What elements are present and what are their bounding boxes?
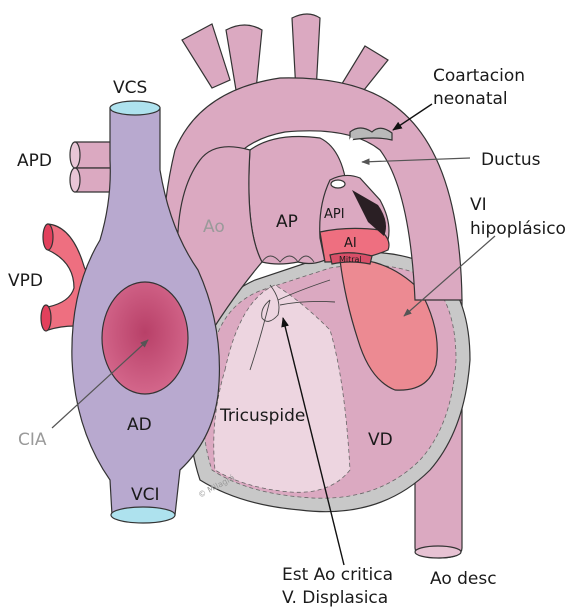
label-ductus: Ductus	[481, 150, 541, 170]
label-ao-desc: Ao desc	[430, 569, 497, 589]
label-ao: Ao	[203, 217, 225, 237]
arrow-coartacion	[392, 103, 433, 131]
label-ad: AD	[127, 415, 152, 435]
arrow-vi	[403, 235, 496, 317]
label-ap: AP	[276, 212, 298, 232]
label-apd: APD	[17, 151, 52, 171]
label-vcs: VCS	[113, 78, 147, 98]
hypoplastic-left-ventricle	[339, 258, 438, 391]
label-vi: VI	[470, 195, 487, 215]
label-v-displasica: V. Displasica	[282, 588, 388, 608]
label-tricuspide: Tricuspide	[219, 406, 305, 426]
label-vd: VD	[368, 430, 393, 450]
atrial-septal-defect	[101, 281, 189, 395]
coarctation	[349, 127, 393, 141]
valve-chordae	[249, 279, 336, 371]
left-atrium	[319, 174, 390, 265]
label-est-ao-critica: Est Ao critica	[282, 565, 393, 585]
label-neonatal: neonatal	[433, 89, 508, 109]
label-vci: VCI	[131, 485, 160, 505]
arrow-cia	[51, 339, 149, 429]
label-api: API	[324, 207, 345, 222]
label-coartacion: Coartacion	[433, 66, 525, 86]
arrow-ductus	[361, 157, 471, 166]
annotation-arrows	[51, 103, 496, 566]
right-ventricle	[213, 284, 351, 493]
label-vpd: VPD	[8, 271, 43, 291]
label-ai: AI	[344, 236, 357, 251]
arrow-est-ao	[281, 317, 345, 566]
label-hipoplasico: hipoplásico	[470, 219, 566, 239]
label-cia: CIA	[18, 430, 47, 450]
label-mitral: Mitral	[339, 255, 362, 264]
